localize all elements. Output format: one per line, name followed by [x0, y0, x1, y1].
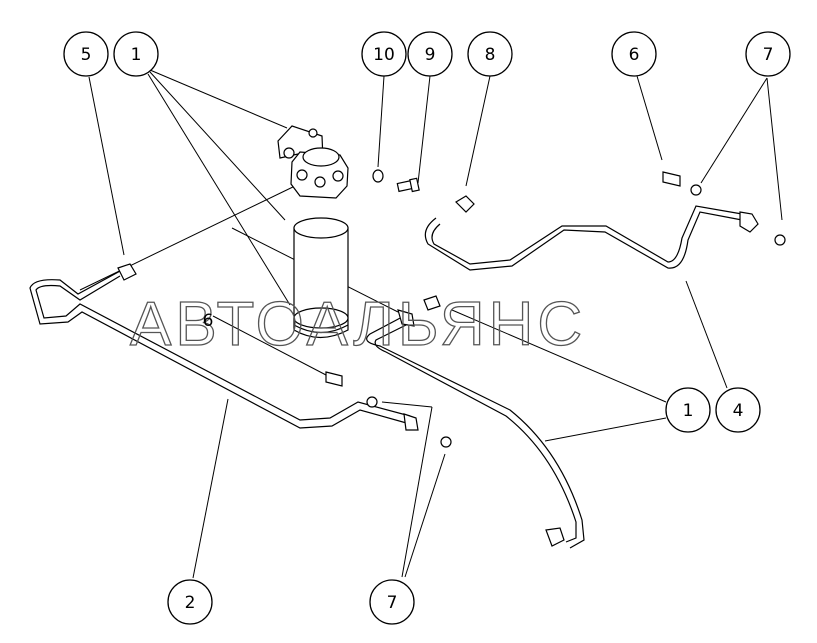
- leader-1a-to-filter-top: [149, 71, 286, 221]
- leader-8: [465, 75, 491, 187]
- banjo-bolt-6a: [662, 171, 681, 187]
- pipe-1-inner: [374, 323, 577, 543]
- callout-10: 10: [361, 31, 407, 77]
- leader-7b-to-washer: [401, 406, 433, 578]
- pipe-4: [424, 171, 786, 271]
- callout-9: 9: [407, 31, 453, 77]
- leader-1a-to-filter-bracket: [149, 69, 288, 129]
- leader-2: [192, 398, 229, 579]
- pipe-4-outer: [424, 211, 743, 271]
- callout-1-right-label: 1: [683, 401, 694, 421]
- pipe-2-nut: [403, 413, 419, 431]
- filter-port-3: [332, 170, 344, 182]
- callout-6-mid: 6: [203, 311, 214, 331]
- pipe-2: [29, 263, 452, 448]
- pipe-1-nut-bottom: [545, 527, 565, 547]
- callout-5: 5: [63, 31, 109, 77]
- callout-4-label: 4: [733, 401, 744, 421]
- callout-10-label: 10: [373, 45, 395, 65]
- pipe-2-inner: [29, 269, 411, 429]
- filter-port-2: [314, 176, 326, 188]
- bracket-bolt-right: [308, 128, 318, 138]
- callout-5-label: 5: [81, 45, 92, 65]
- callout-9-label: 9: [425, 45, 436, 65]
- top-fasteners: [372, 169, 475, 213]
- filter-bowl-band: [293, 324, 349, 334]
- pipe-2-outer: [35, 275, 411, 421]
- callout-6-top: 6: [611, 31, 657, 77]
- banjo-bolt-9-head: [409, 177, 420, 193]
- banjo-bolt-6b: [325, 371, 343, 387]
- leader-5-axis: [79, 184, 298, 291]
- callout-2-label: 2: [185, 593, 196, 613]
- leader-10: [377, 75, 385, 168]
- seal-ring-7a: [774, 234, 786, 246]
- filter-cartridge-top: [293, 217, 349, 239]
- filter-bowl-rim: [293, 307, 349, 329]
- leader-1a-to-filter-bowl: [147, 73, 291, 306]
- filter-cap: [302, 147, 340, 167]
- leader-7b-link: [381, 401, 433, 408]
- filter-port-1: [296, 169, 308, 181]
- washer-7a: [690, 184, 702, 196]
- leader-6b: [212, 315, 327, 376]
- leader-1b-to-pipe: [544, 417, 667, 442]
- fitting-5: [117, 263, 137, 281]
- pipe-1: [366, 295, 585, 549]
- callout-1-top-label: 1: [131, 45, 142, 65]
- leader-9: [417, 75, 431, 184]
- leader-7b-to-ring: [404, 453, 446, 578]
- leader-5: [88, 76, 125, 256]
- pipe-4-inner: [431, 205, 743, 265]
- leader-4: [685, 280, 728, 389]
- bracket-bolt-left: [283, 147, 295, 159]
- callout-7-top: 7: [745, 31, 791, 77]
- leader-7a-to-washer: [700, 77, 768, 184]
- seal-ring-7b: [440, 436, 452, 448]
- callout-8: 8: [467, 31, 513, 77]
- callout-7-top-label: 7: [763, 45, 774, 65]
- callout-1-top: 1: [113, 31, 159, 77]
- callout-2: 2: [167, 579, 213, 625]
- callout-1-right: 1: [665, 387, 711, 433]
- callout-6-top-label: 6: [629, 45, 640, 65]
- leader-1b-to-fitting: [451, 309, 667, 403]
- pipe-1-fitting: [423, 295, 441, 311]
- washer-7b: [366, 396, 378, 408]
- callout-7-bottom: 7: [369, 579, 415, 625]
- pipe-4-nut: [739, 211, 759, 233]
- leader-6a: [636, 75, 663, 161]
- pipe-1-nut-top: [397, 309, 415, 327]
- pipe-1-outer: [366, 315, 585, 549]
- callout-6-mid-label: 6: [203, 311, 214, 331]
- plug-8: [455, 195, 475, 213]
- washer-10: [372, 169, 384, 183]
- callout-4: 4: [715, 387, 761, 433]
- fuel-filter-assembly: [277, 125, 349, 339]
- watermark-text: АВТОАЛЬЯНС: [130, 290, 586, 359]
- callout-8-label: 8: [485, 45, 496, 65]
- callout-7-bottom-label: 7: [387, 593, 398, 613]
- leader-7a-to-ring: [766, 77, 783, 221]
